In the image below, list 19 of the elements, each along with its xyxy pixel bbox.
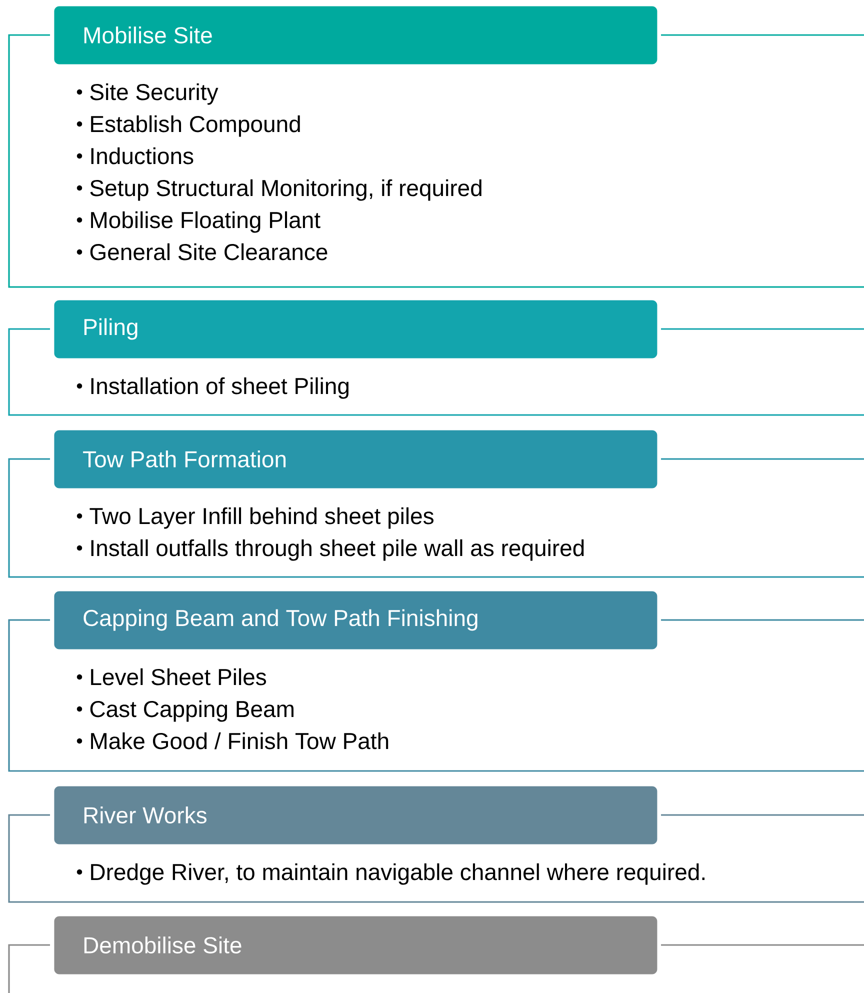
header-box: River Works — [54, 786, 658, 844]
bullet-item: Establish Compound — [91, 115, 300, 137]
bullet-item: Make Good / Finish Tow Path — [91, 732, 388, 750]
bullet-item: Dredge River, to maintain navigable channel where required. — [91, 863, 704, 885]
bullet-item: Setup Structural Monitoring, if required — [90, 179, 482, 201]
bullet-item: Level Sheet Piles — [91, 668, 266, 686]
header-box: Tow Path Formation — [54, 430, 658, 488]
header-box: Piling — [54, 300, 658, 358]
bullet-item: Inductions — [91, 147, 194, 164]
bullet-item: Installation of sheet Piling — [91, 377, 348, 399]
bullet-item: Site Security — [90, 83, 218, 105]
bullet-item: Two Layer Infill behind sheet piles — [90, 507, 434, 529]
header-box: Mobilise Site — [54, 6, 658, 64]
header-box: Capping Beam and Tow Path Finishing — [54, 591, 658, 650]
bullet-item: Install outfalls through sheet pile wall as required — [91, 539, 584, 561]
bullet-item: General Site Clearance — [90, 243, 328, 260]
bullet-item: Mobilise Floating Plant — [91, 211, 320, 233]
header-box: Demobilise Site — [54, 916, 658, 974]
bullet-item: Cast Capping Beam — [90, 700, 294, 722]
